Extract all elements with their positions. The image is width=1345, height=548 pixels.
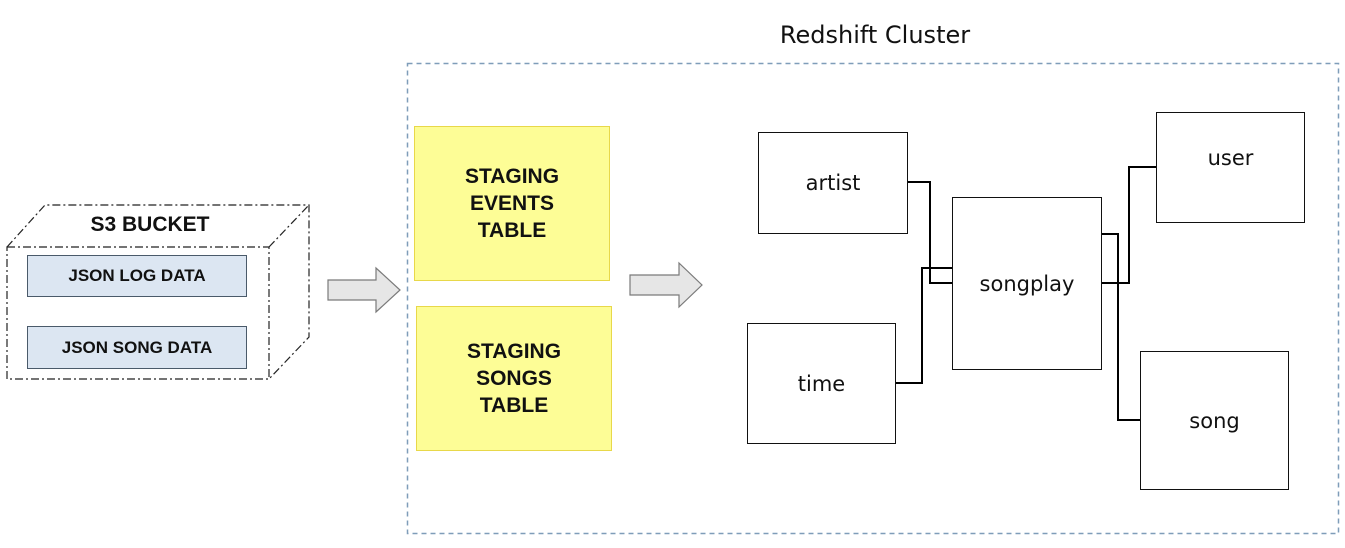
staging-events-table: STAGING EVENTS TABLE bbox=[414, 126, 610, 281]
user-table: user bbox=[1156, 112, 1305, 223]
artist-table: artist bbox=[758, 132, 908, 234]
song-table: song bbox=[1140, 351, 1289, 490]
s3-to-staging-arrow bbox=[327, 266, 401, 314]
json-log-data-box: JSON LOG DATA bbox=[27, 255, 247, 297]
connector-songplay-song bbox=[1101, 233, 1141, 421]
songplay-table: songplay bbox=[952, 197, 1102, 370]
connector-time-songplay bbox=[896, 267, 952, 384]
time-table: time bbox=[747, 323, 896, 444]
staging-to-schema-arrow bbox=[629, 261, 703, 309]
staging-songs-table: STAGING SONGS TABLE bbox=[416, 306, 612, 451]
s3-bucket-box bbox=[6, 204, 310, 380]
json-song-data-box: JSON SONG DATA bbox=[27, 326, 247, 369]
redshift-cluster-title: Redshift Cluster bbox=[779, 21, 971, 49]
redshift-cluster-boundary bbox=[406, 62, 1340, 535]
connector-artist-songplay bbox=[907, 181, 952, 284]
s3-bucket-title: S3 BUCKET bbox=[90, 213, 210, 236]
connector-songplay-user bbox=[1101, 166, 1157, 284]
